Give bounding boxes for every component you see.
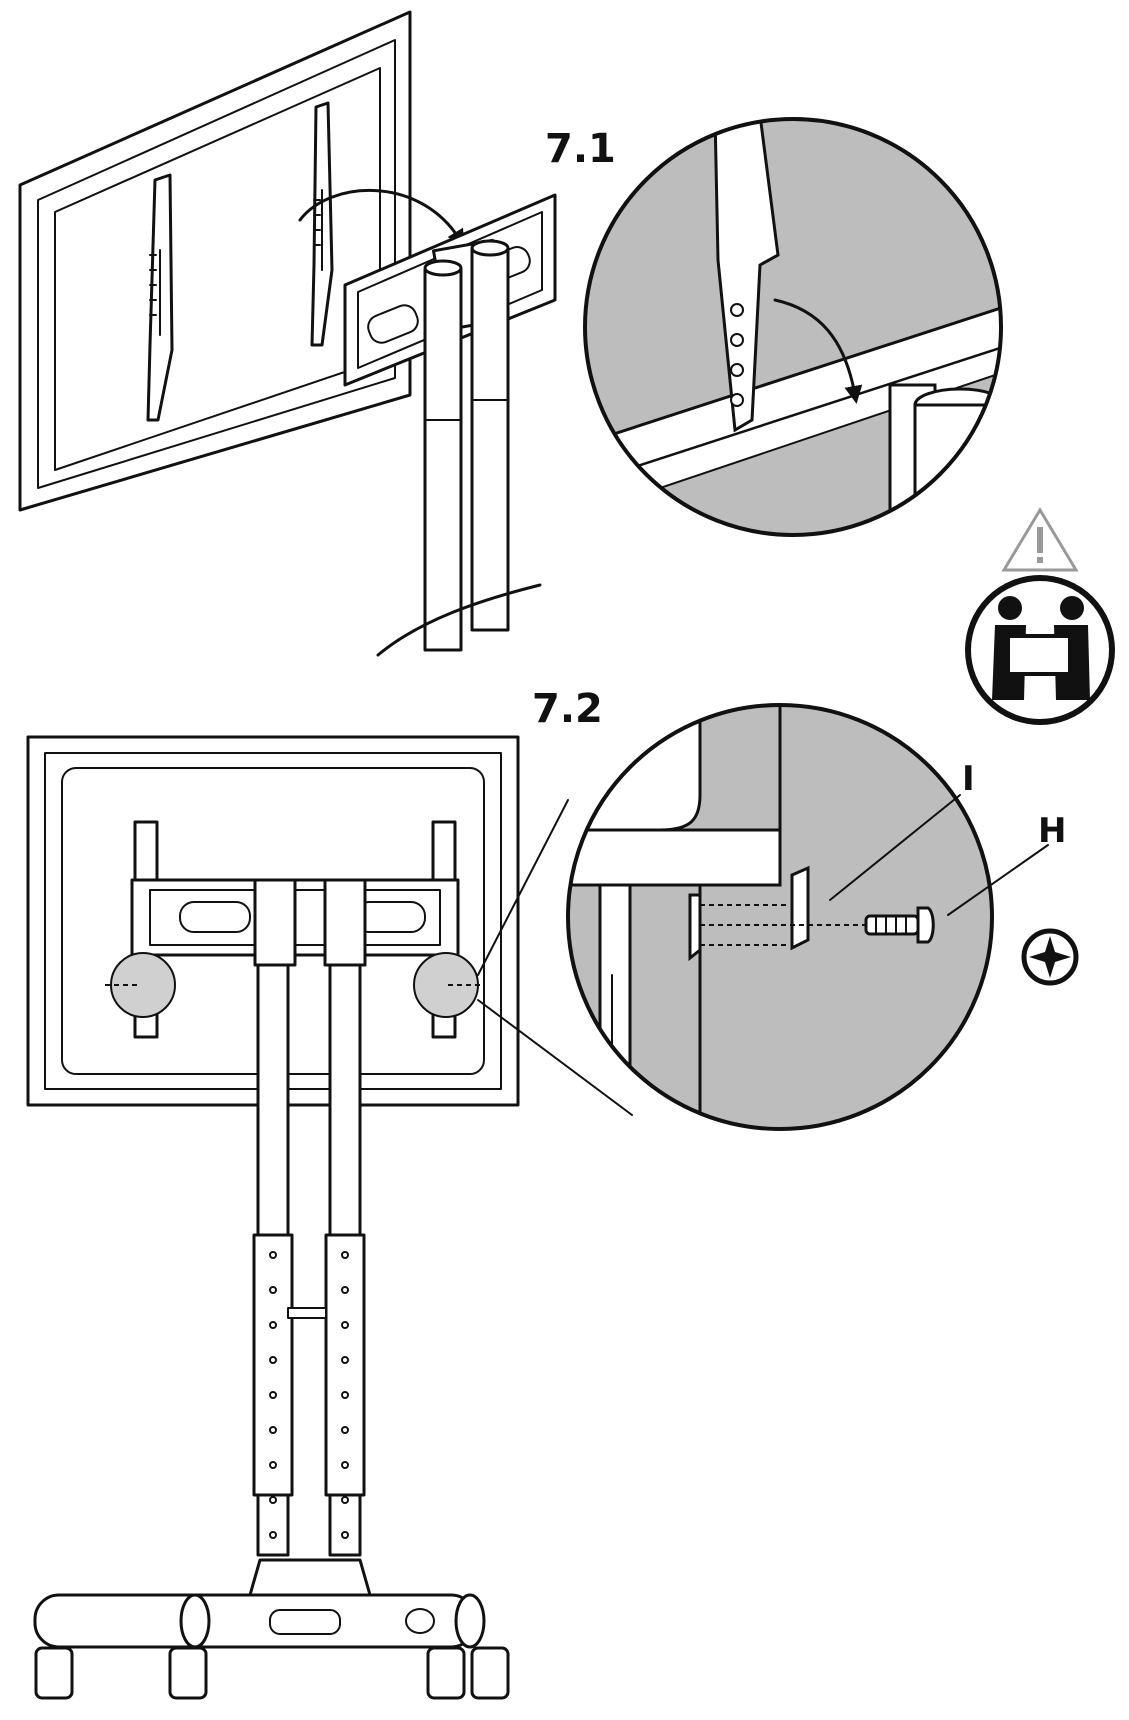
leader-line-i <box>829 794 961 901</box>
part-label-i: I <box>962 759 975 799</box>
detail-view-7-1 <box>583 117 1003 537</box>
part-label-h: H <box>1038 811 1066 851</box>
column-holes <box>269 1251 349 1539</box>
warning-triangle-icon <box>1001 507 1079 572</box>
step-label-7-1: 7.1 <box>545 126 616 172</box>
stand-columns-top <box>423 239 510 652</box>
detail-view-7-2 <box>566 703 994 1131</box>
caster-wheels <box>34 1646 510 1700</box>
hang-motion-arrow <box>298 188 465 248</box>
screw-h <box>864 906 935 944</box>
stand-columns <box>252 963 366 1557</box>
phillips-screwdriver-icon <box>1021 928 1079 986</box>
two-person-lift-icon <box>965 575 1115 725</box>
leader-line-h <box>947 844 1049 916</box>
detail-arrow-7-1 <box>773 298 863 404</box>
tv-bracket-left <box>146 173 174 422</box>
step-7-1-overview <box>18 10 557 657</box>
step-7-2-overview <box>26 735 633 1700</box>
step-label-7-2: 7.2 <box>532 686 603 732</box>
stand-base <box>33 1558 486 1649</box>
